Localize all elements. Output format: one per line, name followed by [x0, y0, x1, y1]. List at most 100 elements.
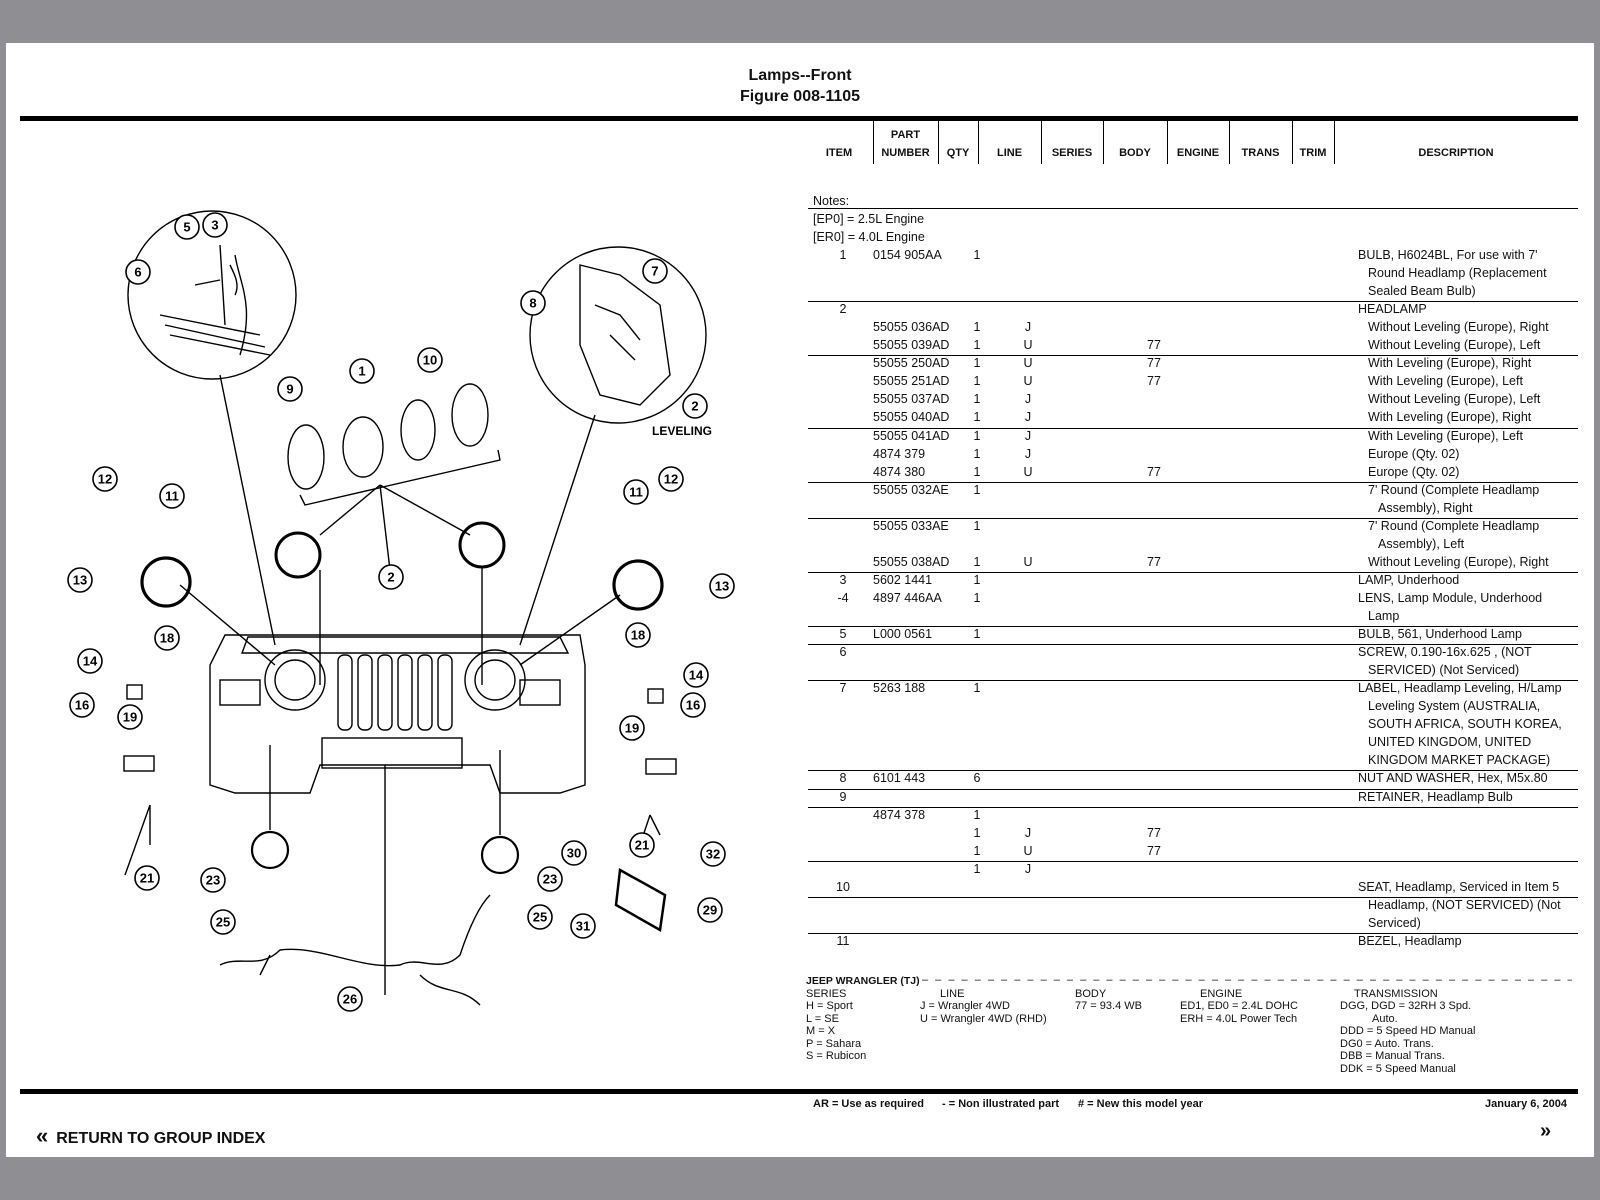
callout-3: 3: [202, 212, 228, 238]
cell-part: 55055 041AD: [873, 428, 950, 443]
legend-transmission-item: DBB = Manual Trans.: [1340, 1050, 1445, 1063]
cell-description: SEAT, Headlamp, Serviced in Item 5: [1358, 879, 1560, 894]
cell-part: 55055 032AE: [873, 482, 949, 497]
callout-label: 18: [631, 628, 645, 643]
callout-18: 18: [154, 625, 180, 651]
column-header-line2: ITEM: [825, 147, 853, 159]
callout-label: 5: [183, 220, 190, 235]
footer-date: January 6, 2004: [1485, 1098, 1567, 1110]
leveling-label: LEVELING: [652, 424, 712, 438]
cell-description: 7' Round (Complete Headlamp: [1368, 518, 1540, 533]
note-ep0: [EP0] = 2.5L Engine: [813, 212, 925, 226]
cell-qty: 1: [973, 681, 981, 696]
callout-label: 21: [635, 838, 649, 853]
cell-description: SCREW, 0.190-16x.625 , (NOT: [1358, 645, 1532, 660]
column-header-line2: TRIM: [1299, 147, 1327, 159]
legend-line-head: LINE: [940, 988, 965, 1000]
cell-qty: 1: [973, 338, 981, 353]
callout-label: 25: [216, 915, 230, 930]
cell-item: 2: [839, 302, 847, 317]
callout-11: 11: [623, 479, 649, 505]
detail-circle-leveling: [529, 246, 707, 424]
cell-description: SERVICED) (Not Serviced): [1368, 663, 1520, 678]
cell-description: SOUTH AFRICA, SOUTH KOREA,: [1368, 717, 1562, 732]
cell-part: 6101 443: [873, 771, 926, 786]
cell-line: U: [1023, 338, 1033, 353]
callout-31: 31: [570, 913, 596, 939]
callout-1: 1: [349, 358, 375, 384]
callout-12: 12: [658, 466, 684, 492]
return-to-group-index-link[interactable]: «RETURN TO GROUP INDEX: [36, 1123, 265, 1149]
callout-23: 23: [537, 866, 563, 892]
row-separator: [808, 301, 1578, 303]
cell-description: Assembly), Left: [1378, 536, 1465, 551]
legend-transmission-item: Auto.: [1372, 1012, 1398, 1025]
callout-label: 23: [543, 872, 557, 887]
legend-series-item: S = Rubicon: [806, 1050, 867, 1063]
next-page-button[interactable]: »: [1540, 1120, 1551, 1143]
row-separator: [808, 481, 1578, 483]
callout-label: 14: [689, 668, 704, 683]
legend-series-item: H = Sport: [806, 1000, 853, 1012]
column-divider: [1334, 120, 1335, 164]
legend-body-head: BODY: [1075, 988, 1107, 1000]
cell-description: BEZEL, Headlamp: [1358, 933, 1462, 948]
legend-title: JEEP WRANGLER (TJ): [806, 975, 920, 987]
callout-label: 2: [387, 570, 394, 585]
column-header-8: TRIM: [1292, 120, 1334, 164]
cell-part: 55055 040AD: [873, 410, 950, 425]
callout-12: 12: [92, 466, 118, 492]
cell-line: J: [1024, 320, 1032, 335]
callout-25: 25: [527, 904, 553, 930]
cell-part: 55055 036AD: [873, 320, 950, 335]
notes-label: Notes:: [813, 194, 850, 208]
cell-qty: 1: [973, 861, 981, 876]
document-page: [6, 43, 1594, 1157]
callout-label: 19: [123, 710, 137, 725]
legend-series-item: L = SE: [806, 1012, 839, 1025]
cell-description: Leveling System (AUSTRALIA,: [1368, 699, 1541, 714]
legend-line-item: U = Wrangler 4WD (RHD): [920, 1012, 1047, 1025]
callout-label: 1: [358, 364, 365, 379]
row-separator: [808, 932, 1578, 934]
cell-description: HEADLAMP: [1358, 302, 1427, 317]
callout-21: 21: [134, 865, 160, 891]
legend-transmission-head: TRANSMISSION: [1354, 988, 1438, 1000]
detail-circle-underhood: [127, 210, 297, 380]
cell-item: 8: [839, 771, 847, 786]
callout-23: 23: [200, 867, 226, 893]
callout-29: 29: [697, 897, 723, 923]
cell-qty: 1: [973, 627, 981, 642]
cell-description: LAMP, Underhood: [1358, 572, 1460, 587]
callout-label: 6: [134, 265, 141, 280]
cell-line: U: [1023, 464, 1033, 479]
callout-14: 14: [683, 662, 709, 688]
cell-line: U: [1023, 843, 1033, 858]
callout-label: 3: [211, 218, 218, 233]
cell-qty: 1: [973, 807, 981, 822]
cell-description: Without Leveling (Europe), Right: [1368, 320, 1549, 335]
cell-qty: 1: [973, 446, 981, 461]
cell-description: UNITED KINGDOM, UNITED: [1368, 735, 1532, 750]
callout-32: 32: [700, 841, 726, 867]
row-separator: [808, 626, 1578, 628]
cell-description: KINGDOM MARKET PACKAGE): [1368, 753, 1551, 768]
cell-qty: 1: [973, 374, 981, 389]
callout-21: 21: [629, 832, 655, 858]
callout-2: 2: [682, 393, 708, 419]
row-separator: [808, 896, 1578, 898]
cell-description: With Leveling (Europe), Right: [1368, 356, 1532, 371]
cell-item: 10: [836, 879, 850, 894]
callout-7: 7: [642, 258, 668, 284]
callout-label: 26: [343, 992, 357, 1007]
legend-transmission-item: DG0 = Auto. Trans.: [1340, 1037, 1434, 1050]
column-divider: [938, 120, 939, 164]
callout-label: 12: [98, 472, 112, 487]
cell-description: Europe (Qty. 02): [1368, 464, 1460, 479]
cell-item: 3: [839, 572, 847, 587]
cell-description: Serviced): [1368, 915, 1421, 930]
cell-line: J: [1024, 825, 1032, 840]
legend-transmission-item: DDD = 5 Speed HD Manual: [1340, 1025, 1476, 1038]
column-header-2: QTY: [938, 120, 978, 164]
